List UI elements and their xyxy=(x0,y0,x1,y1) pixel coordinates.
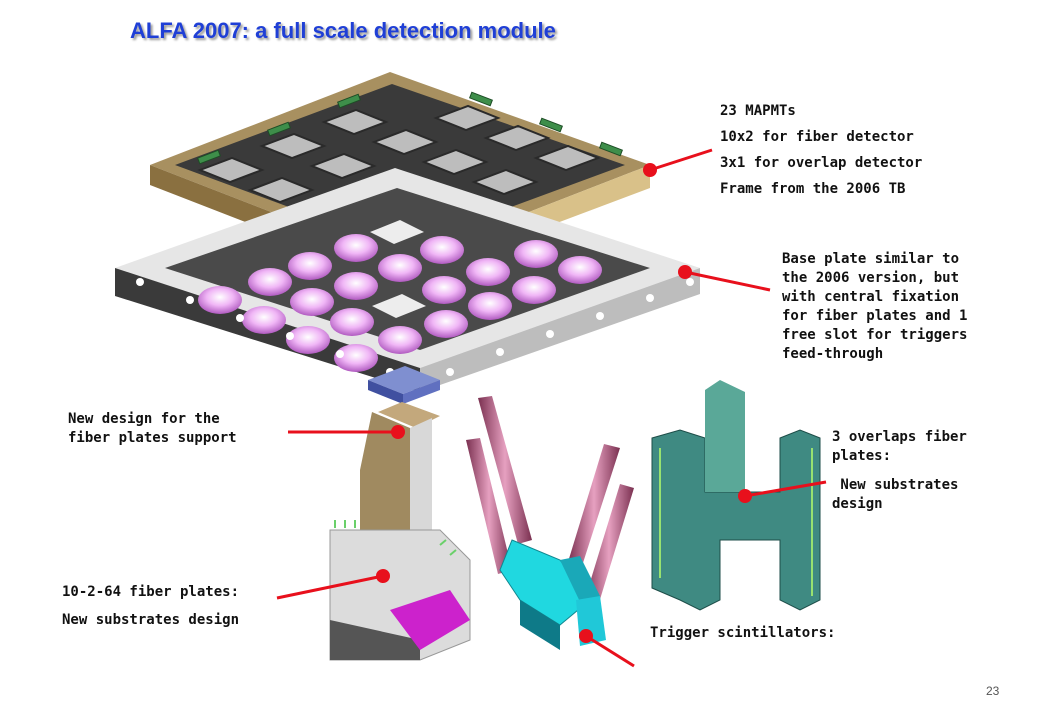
label-support-line: New design for the xyxy=(68,411,220,427)
base-plate xyxy=(115,168,700,392)
pointer-fiber xyxy=(276,569,390,600)
label-fiber: 10-2-64 fiber plates: New substrates des… xyxy=(62,578,239,634)
label-mapmt-line: Frame from the 2006 TB xyxy=(720,181,906,197)
label-base-plate-line: the 2006 version, but xyxy=(782,270,960,286)
label-support: New design for the fiber plates support xyxy=(68,410,237,448)
label-overlap-line: New substrates xyxy=(832,477,959,493)
label-fiber-line: New substrates design xyxy=(62,612,240,628)
overlap-plate xyxy=(651,380,821,611)
label-mapmt: 23 MAPMTs 10x2 for fiber detector 3x1 fo… xyxy=(720,98,922,202)
label-overlap-line: design xyxy=(832,496,883,512)
label-base-plate-line: Base plate similar to xyxy=(782,251,960,267)
label-mapmt-line: 23 MAPMTs xyxy=(720,103,796,119)
label-fiber-line: 10-2-64 fiber plates: xyxy=(62,584,240,600)
label-base-plate-line: with central fixation xyxy=(782,289,960,305)
pointer-trigger xyxy=(579,629,635,668)
label-trigger: Trigger scintillators: xyxy=(650,625,836,641)
label-overlap: 3 overlaps fiber plates: New substrates … xyxy=(832,428,967,514)
pointer-base-plate xyxy=(678,265,771,292)
label-overlap-line: 3 overlaps fiber xyxy=(832,429,967,445)
label-base-plate: Base plate similar to the 2006 version, … xyxy=(782,250,967,364)
label-overlap-line: plates: xyxy=(832,448,892,464)
slide-title: ALFA 2007: a full scale detection module xyxy=(130,18,556,43)
label-mapmt-line: 3x1 for overlap detector xyxy=(720,155,923,171)
pointer-mapmt xyxy=(643,148,713,177)
pointer-support xyxy=(288,425,405,439)
pointer-overlap xyxy=(738,480,827,503)
fiber-support xyxy=(360,366,440,540)
fiber-plates xyxy=(329,520,471,661)
label-mapmt-line: 10x2 for fiber detector xyxy=(720,129,914,145)
label-base-plate-line: free slot for triggers xyxy=(782,327,968,343)
label-base-plate-line: for fiber plates and 1 xyxy=(782,308,968,324)
page-number: 23 xyxy=(986,684,1000,698)
label-base-plate-line: feed-through xyxy=(782,346,884,362)
label-support-line: fiber plates support xyxy=(68,430,237,446)
trigger-scintillators xyxy=(466,396,634,650)
